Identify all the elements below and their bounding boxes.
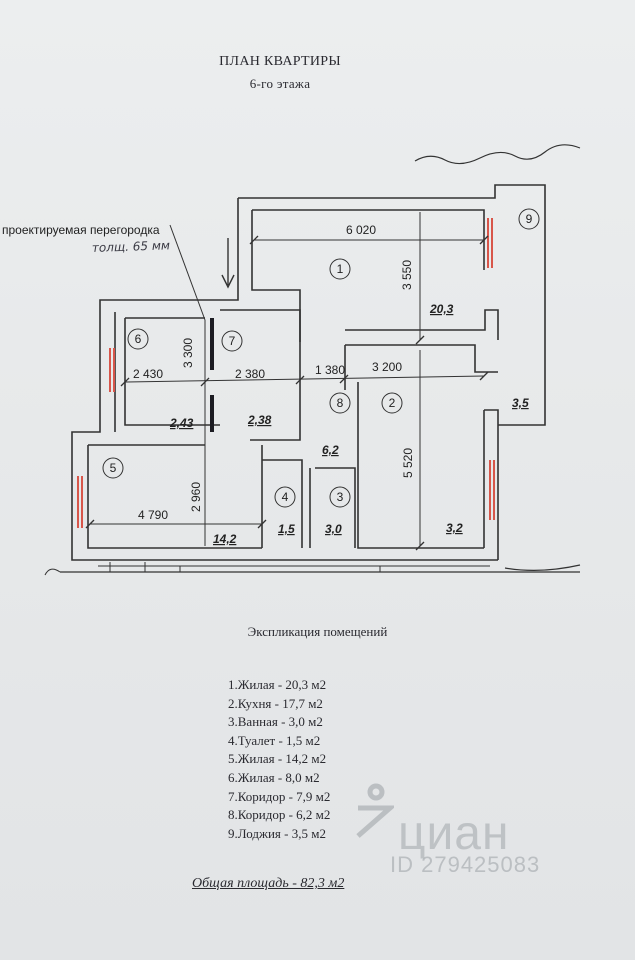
room-number-4: 4 [282, 490, 289, 504]
dim-3550: 3 550 [400, 260, 414, 290]
plan-subtitle: 6-го этажа [249, 76, 311, 91]
room-number-3: 3 [337, 490, 344, 504]
dim-2960: 2 960 [189, 482, 203, 512]
room-number-2: 2 [389, 396, 396, 410]
plan-title: ПЛАН КВАРТИРЫ [219, 54, 341, 69]
list-item: 7.Коридор - 7,9 м2 [228, 788, 331, 804]
area-room-8: 6,2 [322, 443, 339, 457]
list-item: 8.Коридор - 6,2 м2 [228, 807, 331, 823]
area-room-7: 2,38 [247, 413, 272, 427]
thickness-note: толщ. 65 мм [92, 238, 171, 255]
dim-4790: 4 790 [138, 508, 168, 522]
list-item: 1.Жилая - 20,3 м2 [228, 677, 327, 692]
watermark-id: ID 279425083 [390, 852, 541, 877]
room-number-1: 1 [337, 262, 344, 276]
list-item: 6.Жилая - 8,0 м2 [228, 769, 320, 785]
dim-1380: 1 380 [315, 363, 345, 377]
floor-plan-drawing: 1 2 3 4 5 6 7 8 9 20,3 3,2 3,0 1,5 14,2 … [2, 144, 581, 576]
list-item: 2.Кухня - 17,7 м2 [228, 695, 323, 711]
list-item: 3.Ванная - 3,0 м2 [228, 714, 323, 730]
room-number-8: 8 [337, 396, 344, 410]
room-number-7: 7 [229, 334, 236, 348]
partition-annotation: проектируемая перегородка [2, 223, 160, 237]
room-number-5: 5 [110, 461, 117, 475]
cian-logo-icon [356, 783, 394, 838]
dim-2430: 2 430 [133, 367, 163, 381]
list-item: 5.Жилая - 14,2 м2 [228, 751, 327, 767]
area-room-3: 3,0 [325, 522, 342, 536]
dim-5520: 5 520 [401, 448, 415, 478]
area-room-1: 20,3 [429, 302, 454, 316]
dim-6020: 6 020 [346, 223, 376, 237]
watermark-brand: циан [398, 807, 510, 860]
area-room-4: 1,5 [278, 522, 295, 536]
dim-3300: 3 300 [181, 338, 195, 368]
area-room-9: 3,5 [512, 396, 529, 410]
total-area: Общая площадь - 82,3 м2 [192, 876, 345, 891]
area-room-2: 3,2 [446, 521, 463, 535]
list-item: 9.Лоджия - 3,5 м2 [228, 825, 326, 841]
area-room-6: 2,43 [169, 416, 194, 430]
area-room-5: 14,2 [213, 532, 237, 546]
list-item: 4.Туалет - 1,5 м2 [228, 732, 321, 748]
explication-title: Экспликация помещений [247, 624, 388, 639]
room-number-9: 9 [526, 212, 533, 226]
dim-3200: 3 200 [372, 360, 402, 374]
room-number-6: 6 [135, 332, 142, 346]
dim-2380: 2 380 [235, 367, 265, 381]
explication-list: 1.Жилая - 20,3 м2 2.Кухня - 17,7 м2 3.Ва… [228, 676, 330, 843]
